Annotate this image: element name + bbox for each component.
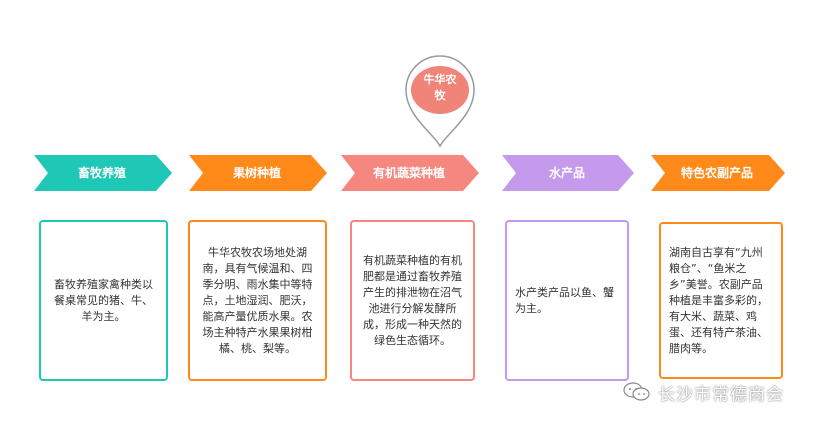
center-label-line1: 牛华农 [423, 73, 457, 86]
stage-header-livestock: 畜牧养殖 [34, 155, 172, 191]
chevron-shape [502, 155, 634, 191]
chevron-shape [189, 155, 327, 191]
description-text: 有机蔬菜种植的有机肥都是通过畜牧养殖产生的排泄物在沼气池进行分解发酵所成，形成一… [363, 253, 462, 347]
stage-description-aquatic: 水产类产品以鱼、蟹为主。 [505, 220, 629, 381]
watermark: 长沙市常德商会 [622, 378, 784, 406]
stage-header-specialty: 特色农副产品 [651, 155, 785, 191]
stage-header-aquatic: 水产品 [502, 155, 634, 191]
stage-title: 特色农副产品 [680, 166, 753, 180]
description-text: 水产类产品以鱼、蟹为主。 [515, 285, 614, 315]
stage-description-specialty: 湖南自古享有“九州粮仓”、“鱼米之乡”美誉。农副产品种植是丰富多彩的，有大米、蔬… [659, 222, 783, 379]
description-text: 畜牧养殖家禽种类以餐桌常见的猪、牛、羊为主。 [54, 277, 153, 323]
stage-title: 水产品 [548, 166, 585, 180]
chevron-shape [341, 155, 479, 191]
description-text: 湖南自古享有“九州粮仓”、“鱼米之乡”美誉。农副产品种植是丰富多彩的，有大米、蔬… [669, 245, 768, 355]
stage-description-fruit: 牛华农牧农场地处湖南，具有气候温和、四季分明、雨水集中等特点，土地湿润、肥沃，能… [188, 220, 327, 381]
center-label-line2: 牧 [434, 89, 446, 102]
description-text: 牛华农牧农场地处湖南，具有气候温和、四季分明、雨水集中等特点，土地湿润、肥沃，能… [202, 245, 313, 355]
wechat-icon [623, 382, 650, 401]
stage-header-fruit: 果树种植 [189, 155, 327, 191]
chevron-shape [34, 155, 172, 191]
watermark-text: 长沙市常德商会 [658, 384, 784, 405]
center-label: 牛华农 牧 [404, 72, 476, 104]
stage-description-organic-vegetables: 有机蔬菜种植的有机肥都是通过畜牧养殖产生的排泄物在沼气池进行分解发酵所成，形成一… [350, 220, 475, 381]
stage-title: 有机蔬菜种植 [372, 166, 445, 180]
stage-title: 畜牧养殖 [77, 166, 126, 180]
stage-description-livestock: 畜牧养殖家禽种类以餐桌常见的猪、牛、羊为主。 [39, 220, 168, 381]
chevron-shape [651, 155, 785, 191]
location-pin-icon [405, 55, 475, 148]
stage-header-organic-vegetables: 有机蔬菜种植 [341, 155, 479, 191]
stage-title: 果树种植 [232, 166, 281, 180]
